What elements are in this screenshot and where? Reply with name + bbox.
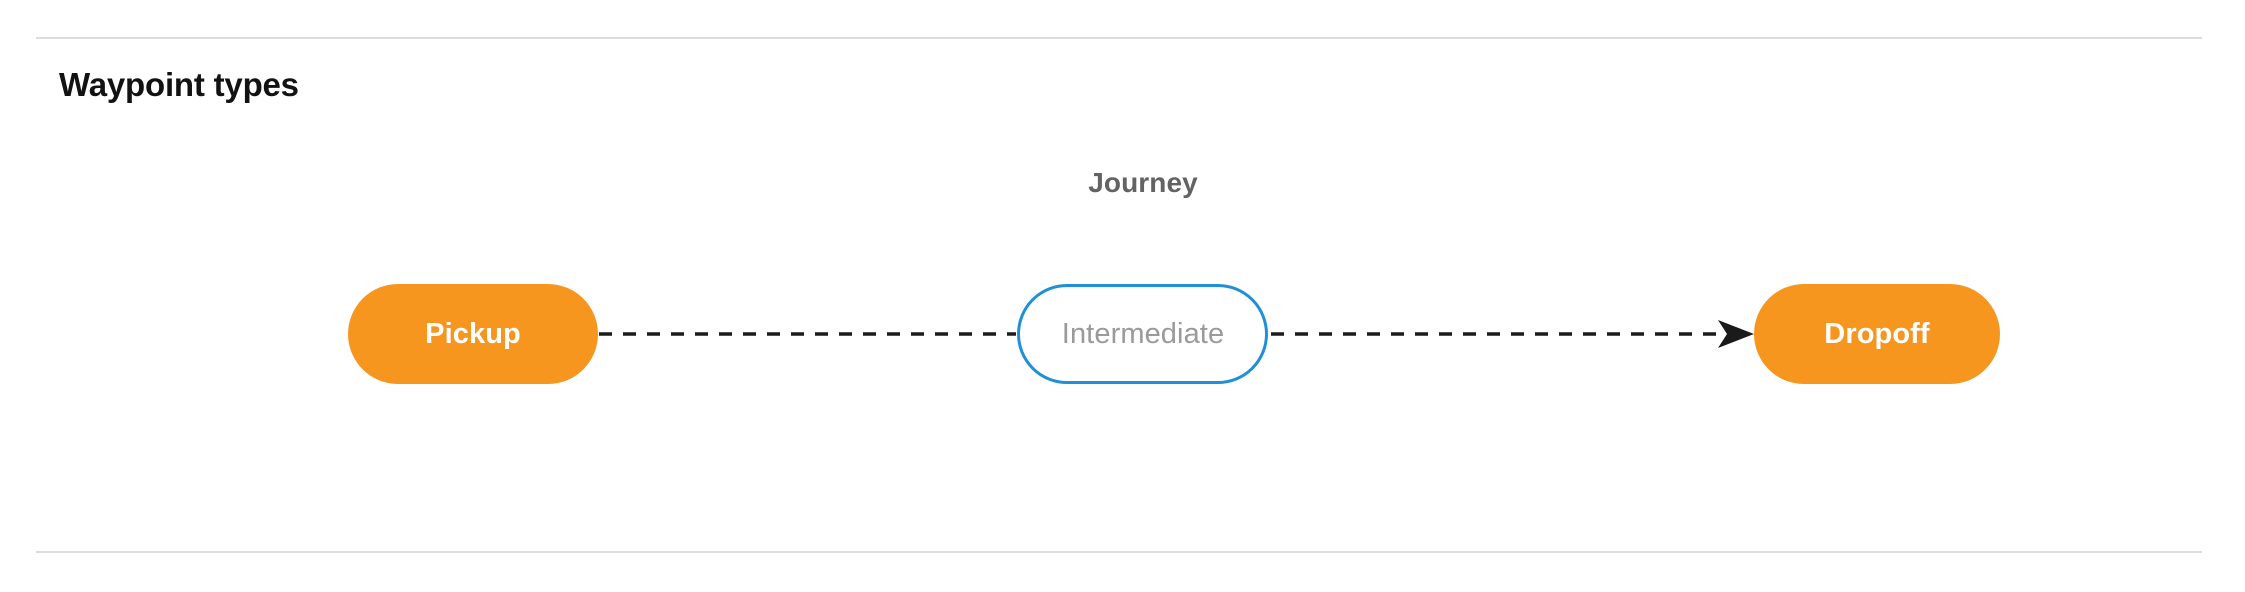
node-intermediate-shape[interactable] bbox=[1017, 284, 1268, 384]
divider-top bbox=[36, 37, 2202, 39]
node-dropoff-shape[interactable] bbox=[1754, 284, 2000, 384]
node-pickup-label[interactable]: Pickup bbox=[425, 317, 521, 350]
arrowhead-icon bbox=[1718, 320, 1754, 348]
node-intermediate-label[interactable]: Intermediate bbox=[1061, 317, 1225, 350]
node-dropoff-label[interactable]: Dropoff bbox=[1824, 317, 1930, 350]
node-pickup-shape[interactable] bbox=[348, 284, 598, 384]
page-title: Waypoint types bbox=[59, 66, 299, 103]
cluster-caption-journey: Journey bbox=[1088, 167, 1198, 198]
divider-bottom bbox=[36, 551, 2202, 553]
